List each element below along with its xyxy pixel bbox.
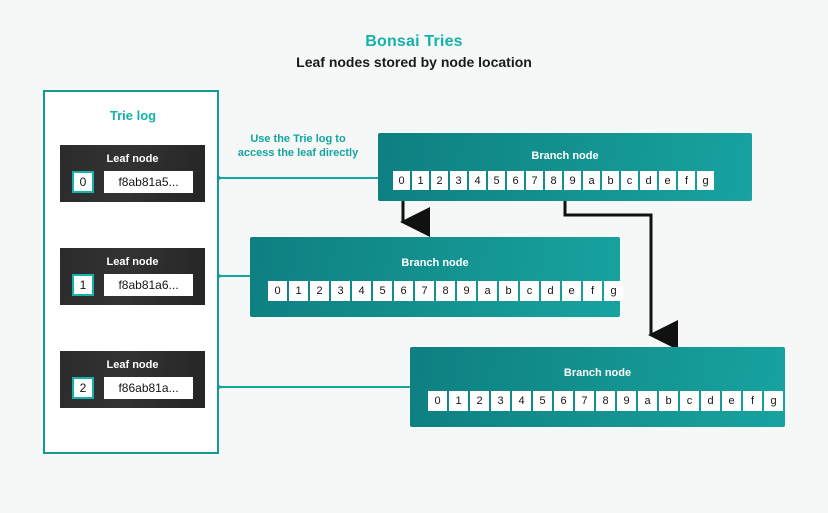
branch-cell[interactable]: e (722, 391, 741, 411)
branch-cell[interactable]: 2 (470, 391, 489, 411)
branch-node-label: Branch node (531, 150, 599, 162)
leaf-node-card-0[interactable]: Leaf node 0 f8ab81a5... (60, 145, 205, 202)
branch-cell[interactable]: 4 (352, 281, 371, 301)
page-subtitle: Leaf nodes stored by node location (296, 54, 532, 70)
leaf-node-label: Leaf node (106, 153, 159, 165)
annotation-trie-log-access: Use the Trie log to access the leaf dire… (222, 132, 374, 160)
leaf-node-hash: f8ab81a6... (104, 274, 193, 296)
branch-cell[interactable]: a (478, 281, 497, 301)
branch-cell[interactable]: 2 (310, 281, 329, 301)
branch-cell[interactable]: 0 (393, 171, 410, 190)
branch-cell[interactable]: 7 (575, 391, 594, 411)
branch-cell[interactable]: 1 (449, 391, 468, 411)
leaf-node-label: Leaf node (106, 256, 159, 268)
branch-cell[interactable]: g (697, 171, 714, 190)
leaf-node-index: 2 (72, 377, 94, 399)
branch-cell[interactable]: b (499, 281, 518, 301)
branch-cell[interactable]: 0 (268, 281, 287, 301)
branch-cell[interactable]: e (562, 281, 581, 301)
page-title: Bonsai Tries (365, 33, 463, 50)
leaf-node-hash: f8ab81a5... (104, 171, 193, 193)
branch-cell[interactable]: 1 (289, 281, 308, 301)
leaf-node-card-2[interactable]: Leaf node 2 f86ab81a... (60, 351, 205, 408)
branch-cell[interactable]: 9 (564, 171, 581, 190)
branch-cell[interactable]: c (520, 281, 539, 301)
branch-cell[interactable]: 8 (436, 281, 455, 301)
branch-cell[interactable]: 8 (545, 171, 562, 190)
branch-cell[interactable]: e (659, 171, 676, 190)
branch-cell[interactable]: d (541, 281, 560, 301)
branch-cell[interactable]: a (583, 171, 600, 190)
branch-node-label: Branch node (563, 367, 632, 379)
annotation-line-1: Use the Trie log to (250, 133, 346, 145)
branch-cell[interactable]: 5 (533, 391, 552, 411)
branch-cell[interactable]: f (743, 391, 762, 411)
leaf-node-index: 1 (72, 274, 94, 296)
branch-cell[interactable]: 3 (491, 391, 510, 411)
branch-cell[interactable]: 4 (512, 391, 531, 411)
leaf-node-index: 0 (72, 171, 94, 193)
branch-cell[interactable]: d (701, 391, 720, 411)
branch-cell[interactable]: f (583, 281, 602, 301)
leaf-node-hash: f86ab81a... (104, 377, 193, 399)
branch-cell[interactable]: d (640, 171, 657, 190)
branch-cell[interactable]: 5 (373, 281, 392, 301)
branch-cell[interactable]: 8 (596, 391, 615, 411)
branch-cell[interactable]: 3 (450, 171, 467, 190)
branch-cell[interactable]: a (638, 391, 657, 411)
branch-cell[interactable]: 9 (617, 391, 636, 411)
annotation-line-2: access the leaf directly (237, 147, 359, 159)
branch-cell[interactable]: b (659, 391, 678, 411)
branch-node-label: Branch node (401, 257, 469, 269)
branch-cell[interactable]: 0 (428, 391, 447, 411)
trie-log-title: Trie log (109, 108, 157, 123)
branch-cell[interactable]: c (621, 171, 638, 190)
branch-cell[interactable]: f (678, 171, 695, 190)
branch-cell[interactable]: c (680, 391, 699, 411)
leaf-node-label: Leaf node (106, 359, 159, 371)
branch-cell[interactable]: 2 (431, 171, 448, 190)
branch-cell[interactable]: 7 (526, 171, 543, 190)
leaf-node-card-1[interactable]: Leaf node 1 f8ab81a6... (60, 248, 205, 305)
branch-cell[interactable]: 4 (469, 171, 486, 190)
branch-cell[interactable]: 3 (331, 281, 350, 301)
branch-cell[interactable]: g (764, 391, 783, 411)
branch-cell[interactable]: 6 (554, 391, 573, 411)
branch-cell[interactable]: 7 (415, 281, 434, 301)
branch-cell[interactable]: g (604, 281, 623, 301)
branch-cell[interactable]: 1 (412, 171, 429, 190)
branch-cell[interactable]: 9 (457, 281, 476, 301)
branch-cell[interactable]: 5 (488, 171, 505, 190)
branch-cell[interactable]: b (602, 171, 619, 190)
branch-cell[interactable]: 6 (394, 281, 413, 301)
branch-cell[interactable]: 6 (507, 171, 524, 190)
